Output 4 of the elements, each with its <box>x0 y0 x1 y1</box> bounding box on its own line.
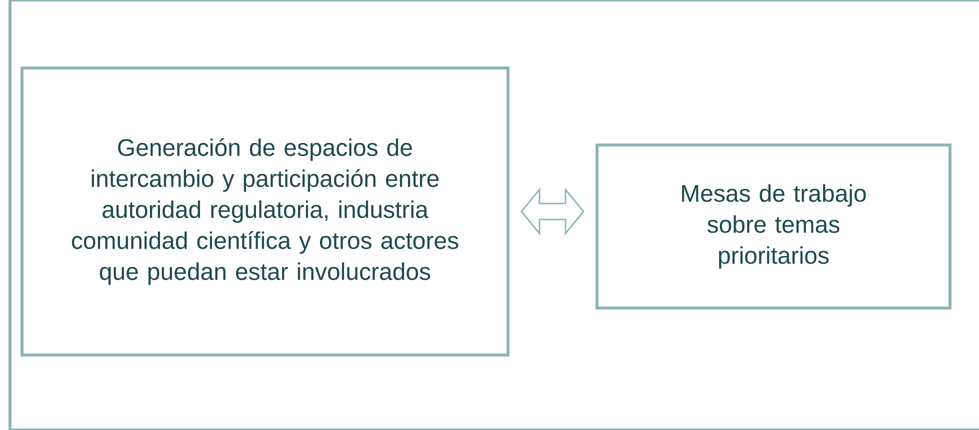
text-box: Generación de espacios de intercambio y participación entre autoridad regulatoria, industria comunidad científica y otros actores que puedan estar involucrados <box>20 66 510 356</box>
double-arrow <box>520 187 584 236</box>
frame-box <box>8 0 979 430</box>
text-box: Mesas de trabajo sobre temas prioritarios <box>596 143 952 310</box>
